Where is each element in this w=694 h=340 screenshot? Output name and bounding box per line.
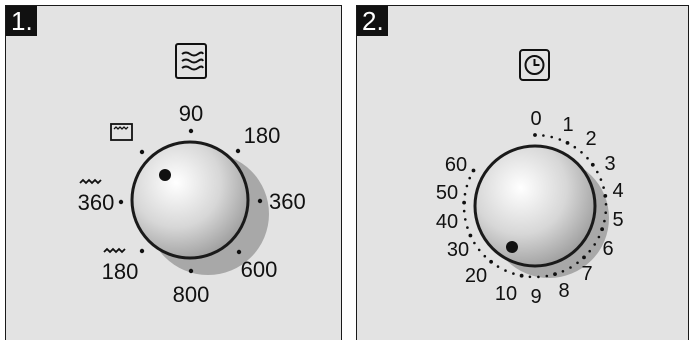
knob-indicator-dot xyxy=(506,241,518,253)
scale-dot xyxy=(596,170,599,174)
timer-dial-figure: 0 1 2 3 4 5 6 7 8 9 10 20 30 40 50 60 xyxy=(436,49,624,308)
step-number-badge: 1. xyxy=(6,6,37,36)
clock-icon xyxy=(519,49,550,81)
timer-label: 0 xyxy=(530,108,541,130)
knob-indicator-dot xyxy=(159,169,171,181)
scale-dot xyxy=(580,151,583,154)
top-heat-icon xyxy=(110,123,133,141)
timer-label: 10 xyxy=(495,283,517,305)
grill-icon xyxy=(103,247,126,254)
scale-dot xyxy=(483,254,487,258)
power-label: 360 xyxy=(269,189,306,214)
scale-dot xyxy=(576,261,579,265)
scale-dot xyxy=(602,186,605,189)
power-label: 180 xyxy=(244,123,281,148)
timer-label: 30 xyxy=(447,239,469,261)
timer-label: 7 xyxy=(581,263,592,285)
scale-dot xyxy=(604,203,608,206)
scale-dot xyxy=(561,270,565,273)
scale-dot xyxy=(603,219,606,223)
scale-dot xyxy=(603,194,608,198)
tick-dot xyxy=(235,148,241,154)
scale-dot xyxy=(473,241,476,245)
scale-dot xyxy=(464,218,467,221)
scale-dot xyxy=(582,255,586,260)
scale-dot xyxy=(545,274,549,278)
scale-dot xyxy=(489,259,493,264)
scale-dot xyxy=(519,273,524,278)
timer-label: 40 xyxy=(436,211,458,233)
scale-dot xyxy=(462,209,466,213)
scale-dot xyxy=(553,272,557,276)
scale-dot xyxy=(586,156,589,160)
scale-dot xyxy=(599,178,603,181)
tick-dot xyxy=(188,128,194,134)
scale-dot xyxy=(504,269,507,272)
scale-dot xyxy=(466,226,469,229)
timer-label: 9 xyxy=(530,286,541,308)
scale-dot xyxy=(528,275,532,279)
dial-ticks xyxy=(118,128,263,274)
power-label: 90 xyxy=(179,101,203,126)
power-label: 800 xyxy=(173,282,210,307)
scale-dot xyxy=(477,248,481,252)
tick-dot xyxy=(139,248,145,254)
scale-dot xyxy=(468,176,471,180)
microwave-waves-icon xyxy=(175,43,207,79)
timer-label: 3 xyxy=(604,153,615,175)
grill-power-label: 360 xyxy=(78,190,115,215)
scale-dot xyxy=(593,243,596,246)
timer-label: 50 xyxy=(436,182,458,204)
timer-label: 2 xyxy=(585,128,596,150)
scale-dot xyxy=(558,138,562,141)
scale-dot xyxy=(588,249,591,253)
scale-dot xyxy=(590,162,595,167)
tick-dot xyxy=(188,268,194,274)
timer-scale-dots xyxy=(462,133,608,279)
scale-dot xyxy=(468,233,473,238)
grill-power-label: 180 xyxy=(102,259,139,284)
tick-dot xyxy=(257,198,263,204)
timer-knob[interactable] xyxy=(473,144,597,268)
timer-label: 6 xyxy=(602,238,613,260)
tick-dot xyxy=(139,149,145,155)
timer-panel: 2. 0 1 2 3 4 5 6 7 8 9 10 xyxy=(355,0,694,340)
power-label: 600 xyxy=(241,257,278,282)
scale-dot xyxy=(465,184,469,188)
timer-label: 1 xyxy=(562,114,573,136)
scale-dot xyxy=(597,235,601,239)
scale-dot xyxy=(565,141,570,145)
timer-label: 5 xyxy=(612,209,623,231)
tick-dot xyxy=(118,199,124,205)
scale-dot xyxy=(512,272,515,275)
scale-dot xyxy=(471,168,476,173)
scale-dot xyxy=(604,211,607,214)
scale-dot xyxy=(537,275,540,279)
timer-label: 60 xyxy=(445,154,467,176)
scale-dot xyxy=(463,192,467,196)
grill-icon xyxy=(79,178,102,185)
timer-label: 4 xyxy=(612,180,623,202)
step-number-badge: 2. xyxy=(357,6,388,36)
power-dial-figure: 90 180 360 600 800 180 360 xyxy=(78,43,306,307)
scale-dot xyxy=(462,200,466,205)
power-knob[interactable] xyxy=(130,140,250,260)
scale-dot xyxy=(533,133,537,137)
scale-dot xyxy=(569,266,572,269)
timer-label: 20 xyxy=(465,265,487,287)
scale-dot xyxy=(600,227,604,232)
power-selector-panel: 1. xyxy=(5,5,342,340)
tick-dot xyxy=(236,249,242,255)
scale-dot xyxy=(573,145,577,149)
timer-label: 8 xyxy=(558,280,569,302)
scale-dot xyxy=(542,134,545,137)
scale-dot xyxy=(550,135,553,139)
scale-dot xyxy=(496,265,500,268)
